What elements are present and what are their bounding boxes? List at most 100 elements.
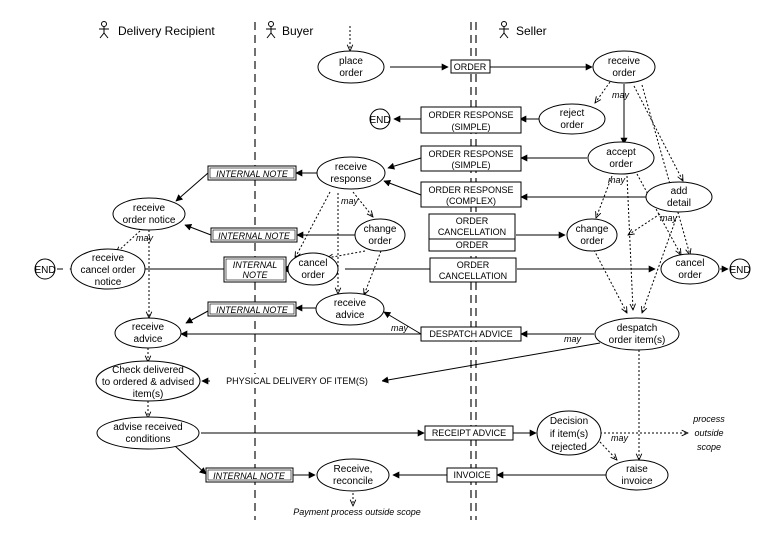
- svg-text:item(s): item(s): [133, 389, 164, 400]
- svg-text:despatch: despatch: [617, 323, 658, 334]
- document-order: ORDER: [450, 59, 491, 74]
- svg-text:accept: accept: [606, 147, 636, 158]
- activity-receive-advice-buyer: receive advice: [315, 292, 385, 326]
- svg-text:END: END: [369, 115, 390, 126]
- lane-title: Buyer: [282, 24, 313, 38]
- activity-place-order: place order: [317, 50, 385, 84]
- may-label: may: [341, 196, 359, 206]
- svg-text:receive: receive: [608, 56, 641, 67]
- activity-reject-order: reject order: [538, 103, 606, 135]
- svg-text:place: place: [339, 56, 363, 67]
- svg-text:scope: scope: [697, 442, 721, 452]
- svg-text:ORDER: ORDER: [457, 260, 490, 270]
- svg-text:ORDER: ORDER: [454, 62, 487, 72]
- svg-text:order: order: [339, 68, 363, 79]
- may-label: may: [612, 90, 630, 100]
- svg-text:INTERNAL NOTE: INTERNAL NOTE: [216, 169, 289, 179]
- svg-text:INVOICE: INVOICE: [453, 470, 490, 480]
- svg-text:to ordered & advised: to ordered & advised: [102, 377, 194, 388]
- svg-text:order: order: [560, 120, 584, 131]
- svg-text:cancel order: cancel order: [80, 265, 136, 276]
- svg-text:receive: receive: [133, 203, 166, 214]
- svg-text:PHYSICAL DELIVERY OF ITEM(S): PHYSICAL DELIVERY OF ITEM(S): [226, 376, 368, 386]
- svg-text:change: change: [364, 224, 397, 235]
- lane-header-delivery-recipient: Delivery Recipient: [99, 21, 215, 39]
- svg-text:conditions: conditions: [125, 434, 170, 445]
- activity-advise-received-conditions: advise received conditions: [96, 416, 200, 450]
- document-order-response-complex: ORDER RESPONSE (COMPLEX): [420, 181, 522, 208]
- svg-text:DESPATCH ADVICE: DESPATCH ADVICE: [429, 329, 512, 339]
- svg-text:ORDER: ORDER: [456, 240, 489, 250]
- svg-text:detail: detail: [667, 198, 691, 209]
- svg-text:response: response: [330, 174, 372, 185]
- svg-text:RECEIPT ADVICE: RECEIPT ADVICE: [432, 428, 506, 438]
- document-order-response-simple: ORDER RESPONSE (SIMPLE): [420, 106, 522, 134]
- svg-text:process: process: [692, 414, 725, 424]
- lane-title: Seller: [516, 24, 547, 38]
- activity-accept-order: accept order: [587, 141, 655, 175]
- svg-text:if item(s): if item(s): [550, 429, 588, 440]
- svg-text:raise: raise: [626, 464, 648, 475]
- actor-icon: [499, 21, 509, 39]
- svg-text:receive: receive: [132, 322, 165, 333]
- svg-text:change: change: [576, 224, 609, 235]
- svg-text:NOTE: NOTE: [242, 270, 268, 280]
- svg-text:cancel: cancel: [299, 258, 328, 269]
- svg-text:(SIMPLE): (SIMPLE): [451, 160, 490, 170]
- activity-check-delivered: Check delivered to ordered & advised ite…: [95, 360, 201, 402]
- may-label: may: [391, 323, 409, 333]
- svg-text:CANCELLATION: CANCELLATION: [438, 227, 506, 237]
- svg-text:INTERNAL NOTE: INTERNAL NOTE: [218, 231, 291, 241]
- may-label: may: [608, 175, 626, 185]
- svg-text:ORDER: ORDER: [456, 216, 489, 226]
- svg-text:advice: advice: [336, 310, 365, 321]
- end-node: END: [369, 108, 391, 130]
- lane-header-buyer: Buyer: [266, 21, 313, 39]
- document-order-response-simple: ORDER RESPONSE (SIMPLE): [420, 145, 522, 172]
- solid-connectors: [57, 63, 729, 479]
- svg-text:advise received: advise received: [113, 422, 182, 433]
- may-label: may: [611, 433, 629, 443]
- svg-text:Decision: Decision: [550, 416, 588, 427]
- end-node: END: [729, 258, 751, 280]
- document-order-cancellation-order: ORDER CANCELLATION ORDER: [428, 213, 516, 252]
- internal-note: INTERNAL NOTE: [207, 301, 297, 317]
- activity-raise-invoice: raise invoice: [605, 459, 669, 491]
- actor-icon: [266, 21, 276, 39]
- svg-text:cancel: cancel: [676, 258, 705, 269]
- svg-text:order: order: [580, 236, 604, 247]
- internal-note: INTERNAL NOTE: [205, 467, 294, 483]
- document-invoice: INVOICE: [446, 467, 498, 483]
- actor-icon: [99, 21, 109, 39]
- svg-text:INTERNAL: INTERNAL: [233, 260, 278, 270]
- svg-text:INTERNAL NOTE: INTERNAL NOTE: [213, 471, 286, 481]
- svg-text:CANCELLATION: CANCELLATION: [439, 271, 507, 281]
- svg-text:order: order: [301, 270, 325, 281]
- document-despatch-advice: DESPATCH ADVICE: [420, 326, 522, 342]
- may-label: may: [564, 334, 582, 344]
- svg-text:END: END: [729, 265, 750, 276]
- svg-text:(COMPLEX): (COMPLEX): [446, 196, 496, 206]
- svg-text:add: add: [671, 186, 688, 197]
- lane-title: Delivery Recipient: [118, 24, 215, 38]
- svg-text:order item(s): order item(s): [609, 335, 666, 346]
- internal-note: INTERNAL NOTE: [207, 165, 297, 181]
- may-label: may: [660, 213, 678, 223]
- dotted-connectors: [116, 26, 690, 506]
- svg-text:Receive,: Receive,: [334, 464, 373, 475]
- svg-text:receive: receive: [335, 162, 368, 173]
- svg-text:order: order: [609, 159, 633, 170]
- svg-text:advice: advice: [134, 334, 163, 345]
- svg-text:receive: receive: [92, 253, 125, 264]
- svg-text:END: END: [34, 265, 55, 276]
- svg-text:(SIMPLE): (SIMPLE): [451, 122, 490, 132]
- svg-text:ORDER RESPONSE: ORDER RESPONSE: [428, 149, 513, 159]
- activity-cancel-order-seller: cancel order: [660, 253, 720, 285]
- svg-text:INTERNAL NOTE: INTERNAL NOTE: [216, 305, 289, 315]
- process-outside-scope-label: process outside scope: [692, 414, 725, 452]
- activity-add-detail: add detail: [645, 181, 713, 213]
- svg-text:order: order: [612, 68, 636, 79]
- activity-change-order-seller: change order: [566, 218, 618, 252]
- svg-text:rejected: rejected: [551, 442, 587, 453]
